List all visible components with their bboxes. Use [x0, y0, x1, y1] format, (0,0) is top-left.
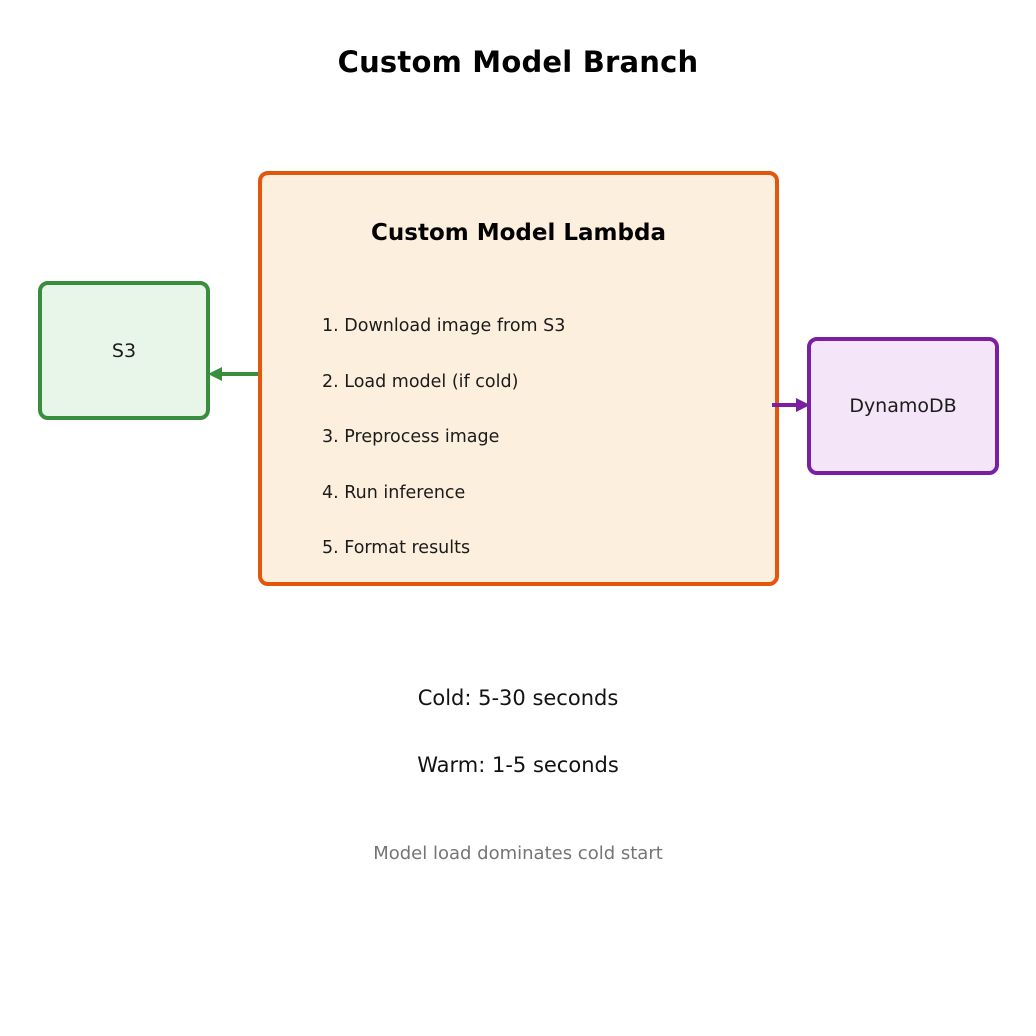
- node-s3[interactable]: S3: [38, 281, 210, 420]
- page-title: Custom Model Branch: [337, 45, 699, 79]
- lambda-step-3: 3. Preprocess image: [322, 427, 500, 447]
- node-dynamodb[interactable]: DynamoDB: [807, 337, 999, 475]
- footnote: Model load dominates cold start: [373, 843, 663, 864]
- node-dynamodb-label: DynamoDB: [849, 395, 957, 417]
- node-s3-label: S3: [111, 339, 137, 362]
- timing-cold-start: Cold: 5-30 seconds: [417, 686, 619, 710]
- edge-lambda-to-s3-arrowhead: [208, 367, 222, 381]
- lambda-step-2: 2. Load model (if cold): [322, 371, 519, 392]
- lambda-steps-list: 1. Download image from S3 2. Load model …: [322, 316, 762, 596]
- timing-warm-start: Warm: 1-5 seconds: [417, 753, 619, 777]
- lambda-step-1: 1. Download image from S3: [322, 316, 566, 336]
- lambda-step-5: 5. Format results: [322, 538, 471, 558]
- node-custom-model-lambda[interactable]: Custom Model Lambda 1. Download image fr…: [258, 171, 779, 586]
- lambda-step-4: 4. Run inference: [322, 482, 466, 503]
- node-lambda-title: Custom Model Lambda: [371, 220, 666, 246]
